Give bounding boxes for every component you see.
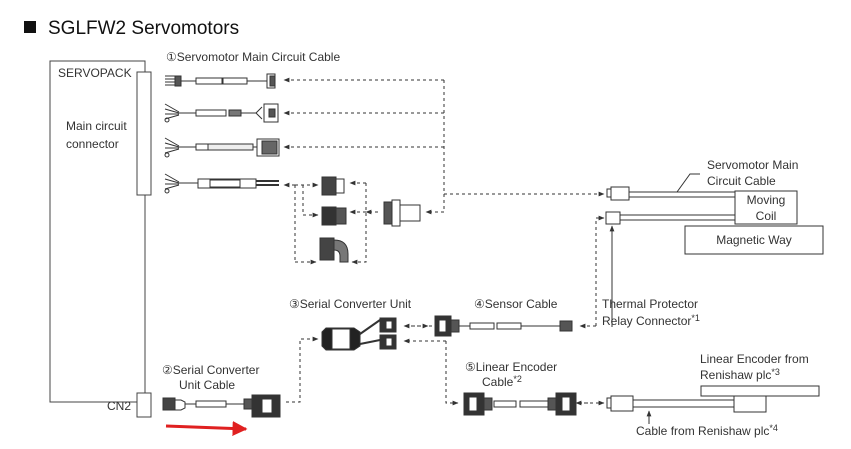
- magnetic-way-label: Magnetic Way: [716, 233, 792, 247]
- cable-2-label-1: ②Serial Converter: [162, 363, 260, 377]
- main-circuit-connector-label-1: Main circuit: [66, 119, 127, 133]
- serial-converter-unit-cable: [162, 394, 281, 418]
- serial-converter-unit: [321, 317, 397, 351]
- main-cable-label-2: Circuit Cable: [707, 174, 776, 188]
- cable-2-label-2: Unit Cable: [179, 378, 236, 392]
- main-circuit-cable-variant-2: [164, 103, 279, 123]
- sensor-cable: [434, 315, 573, 337]
- main-circuit-cable-variant-4: [164, 173, 279, 194]
- main-circuit-connector: [136, 71, 152, 196]
- linear-encoder-cable: [463, 392, 577, 416]
- read-head: [733, 395, 767, 413]
- connector-right-angle: [319, 237, 349, 263]
- main-cable-label-1: Servomotor Main: [707, 158, 799, 172]
- thermal-label-2: Relay Connector*1: [602, 313, 700, 329]
- linear-encoder-label-1: Linear Encoder from: [700, 352, 809, 366]
- connector-straight-a: [321, 176, 345, 196]
- main-circuit-cable-variant-1: [165, 73, 276, 89]
- moving-coil-label-1: Moving: [746, 193, 786, 207]
- thermal-label-1: Thermal Protector: [602, 297, 699, 311]
- moving-coil-box: [734, 190, 798, 225]
- main-circuit-cable-variant-3: [164, 137, 280, 158]
- linear-encoder-label-2: Renishaw plc*3: [700, 367, 780, 383]
- cn2-label: CN2: [107, 399, 132, 413]
- cable-1-label: ①Servomotor Main Circuit Cable: [166, 50, 341, 64]
- cn2-connector: [136, 392, 152, 418]
- magnetic-way-box: [684, 225, 824, 255]
- moving-coil-label-2: Coil: [755, 209, 777, 223]
- cable-4-label: ④Sensor Cable: [474, 297, 558, 311]
- title-text: SGLFW2 Servomotors: [48, 18, 240, 39]
- page-title: SGLFW2 Servomotors: [24, 18, 239, 40]
- main-circuit-connector-label-2: connector: [66, 137, 119, 151]
- square-bullet-icon: [24, 21, 36, 33]
- dashed-connections: [283, 77, 605, 406]
- cable-5-label-2: Cable*2: [482, 374, 522, 390]
- relay-connector: [383, 199, 421, 227]
- renishaw-cable-label: Cable from Renishaw plc*4: [636, 423, 778, 439]
- servopack-label: SERVOPACK: [58, 66, 132, 80]
- servopack-box: [49, 60, 146, 403]
- renishaw-encoder: [606, 385, 820, 424]
- cable-5-label-1: ⑤Linear Encoder: [465, 360, 558, 374]
- highlight-arrow: [165, 420, 248, 436]
- cable-3-label: ③Serial Converter Unit: [289, 297, 412, 311]
- motor-assembly: [605, 173, 824, 327]
- linear-scale: [700, 385, 820, 397]
- connector-straight-b: [321, 206, 347, 226]
